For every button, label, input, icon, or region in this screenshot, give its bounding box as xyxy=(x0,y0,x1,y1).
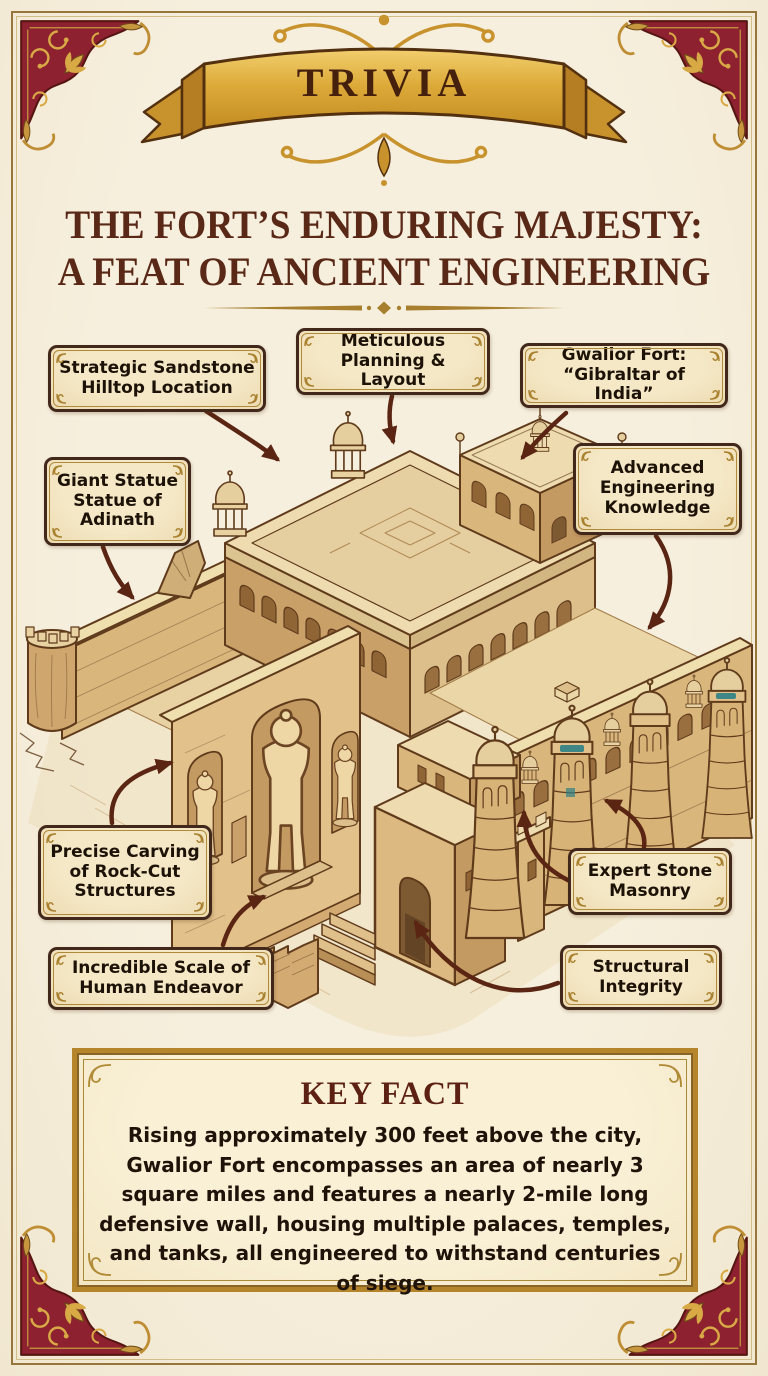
callout-incredible-scale: Incredible Scale of Human Endeavor xyxy=(48,947,274,1010)
scroll-flourish-icon xyxy=(471,336,482,347)
scroll-flourish-icon xyxy=(172,465,183,476)
callout-label: Expert Stone Masonry xyxy=(587,860,713,901)
scroll-flourish-icon xyxy=(709,389,720,400)
callout-label: Incredible Scale of Human Endeavor xyxy=(71,957,250,998)
scroll-flourish-icon xyxy=(709,351,720,362)
callout-structural-integrity: Structural Integrity xyxy=(560,945,722,1010)
banner-scroll-bottom xyxy=(280,132,488,186)
callout-meticulous-planning: Meticulous Planning & Layout xyxy=(296,328,490,395)
scroll-flourish-icon xyxy=(581,516,592,527)
scroll-flourish-icon xyxy=(581,451,592,462)
scroll-flourish-icon xyxy=(576,856,587,867)
title-divider xyxy=(204,301,564,315)
scroll-flourish-icon xyxy=(568,991,579,1002)
callout-label: Structural Integrity xyxy=(592,956,690,997)
callout-strategic-sandstone: Strategic Sandstone Hilltop Location xyxy=(48,345,266,412)
page-title: THE FORT’S ENDURING MAJESTY: A FEAT OF A… xyxy=(23,202,745,296)
callout-expert-masonry: Expert Stone Masonry xyxy=(568,848,732,915)
scroll-flourish-icon xyxy=(304,376,315,387)
key-fact-panel: KEY FACT Rising approximately 300 feet a… xyxy=(72,1048,698,1295)
scroll-flourish-icon xyxy=(255,991,266,1002)
scroll-flourish-icon xyxy=(56,393,67,404)
scroll-flourish-icon xyxy=(247,393,258,404)
scroll-flourish-icon xyxy=(568,953,579,964)
scroll-flourish-icon xyxy=(658,1252,682,1276)
scroll-flourish-icon xyxy=(193,833,204,844)
scroll-flourish-icon xyxy=(56,353,67,364)
scroll-flourish-icon xyxy=(247,353,258,364)
scroll-flourish-icon xyxy=(703,953,714,964)
scroll-flourish-icon xyxy=(255,955,266,966)
key-fact-body: Rising approximately 300 feet above the … xyxy=(99,1123,671,1295)
scroll-flourish-icon xyxy=(471,376,482,387)
teal-tile-accents xyxy=(560,693,736,797)
scroll-flourish-icon xyxy=(52,527,63,538)
callout-label: Meticulous Planning & Layout xyxy=(340,330,446,391)
scroll-flourish-icon xyxy=(46,901,57,912)
scroll-flourish-icon xyxy=(304,336,315,347)
title-line-1: THE FORT’S ENDURING MAJESTY: xyxy=(65,202,703,247)
callout-label: Strategic Sandstone Hilltop Location xyxy=(59,357,255,398)
scroll-flourish-icon xyxy=(528,389,539,400)
callout-gwalior-gibraltar: Gwalior Fort: “Gibraltar of India” xyxy=(520,343,728,408)
callout-label: Precise Carving of Rock-Cut Structures xyxy=(50,841,200,902)
trivia-banner: TRIVIA xyxy=(140,14,628,186)
scroll-flourish-icon xyxy=(713,896,724,907)
scroll-flourish-icon xyxy=(528,351,539,362)
scroll-flourish-icon xyxy=(46,833,57,844)
scroll-flourish-icon xyxy=(52,465,63,476)
callout-precise-carving: Precise Carving of Rock-Cut Structures xyxy=(38,825,212,920)
scroll-flourish-icon xyxy=(88,1252,112,1276)
scroll-flourish-icon xyxy=(713,856,724,867)
scroll-flourish-icon xyxy=(193,901,204,912)
callout-label: Gwalior Fort: “Gibraltar of India” xyxy=(561,344,687,405)
scroll-flourish-icon xyxy=(576,896,587,907)
callout-giant-statue: Giant Statue Statue of Adinath xyxy=(44,457,191,546)
scroll-flourish-icon xyxy=(723,516,734,527)
callout-advanced-engineering: Advanced Engineering Knowledge xyxy=(573,443,742,535)
callout-label: Advanced Engineering Knowledge xyxy=(599,458,716,518)
scroll-flourish-icon xyxy=(56,991,67,1002)
key-fact-frame: KEY FACT Rising approximately 300 feet a… xyxy=(83,1059,687,1295)
scroll-flourish-icon xyxy=(56,955,67,966)
callout-label: Giant Statue Statue of Adinath xyxy=(56,470,178,531)
banner-title: TRIVIA xyxy=(297,60,471,105)
banner-ribbon xyxy=(140,47,628,144)
title-line-2: A FEAT OF ANCIENT ENGINEERING xyxy=(57,248,711,294)
scroll-flourish-icon xyxy=(703,991,714,1002)
scroll-flourish-icon xyxy=(723,451,734,462)
key-fact-title: KEY FACT xyxy=(300,1076,470,1112)
scroll-flourish-icon xyxy=(172,527,183,538)
